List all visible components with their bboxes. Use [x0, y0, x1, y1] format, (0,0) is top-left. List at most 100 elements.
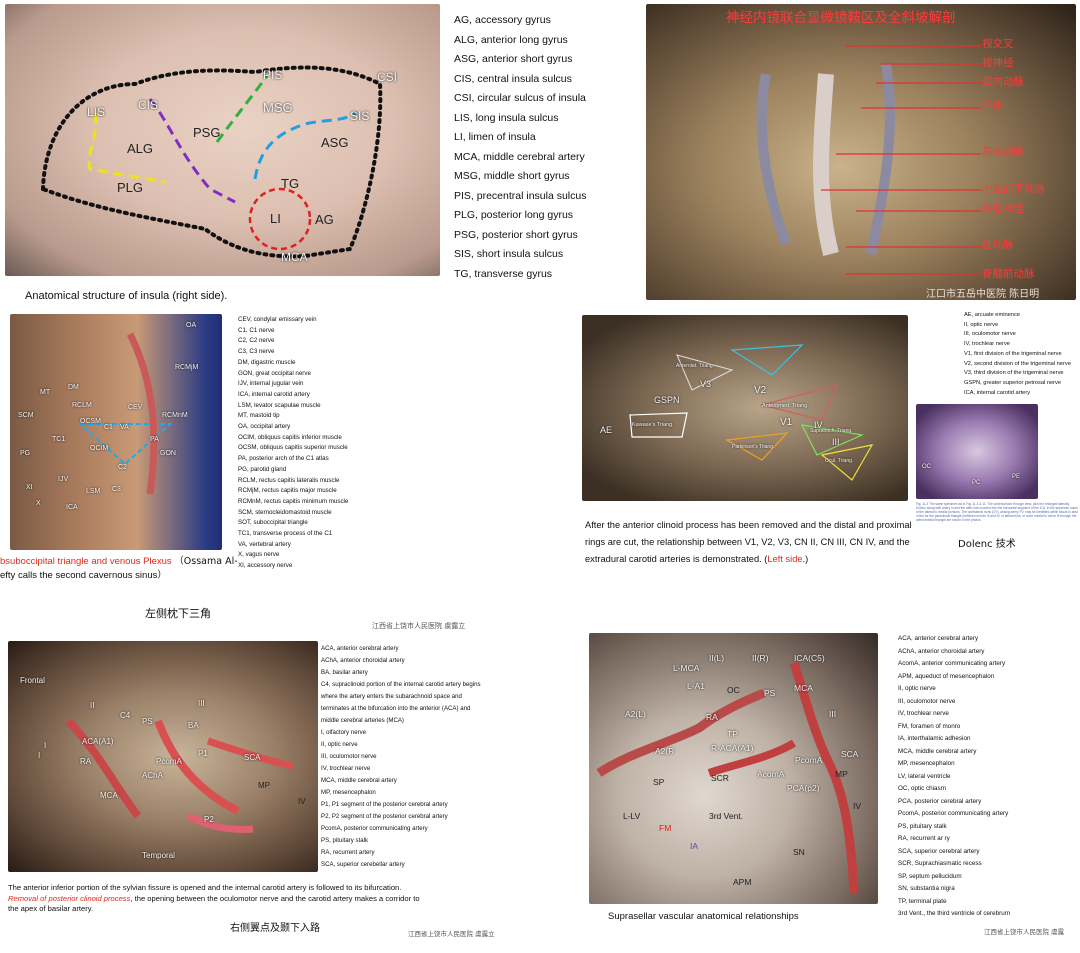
- sylvian-label-acha: AChA: [142, 771, 163, 780]
- suprasellar-legend-item: IA, interthalamic adhesion: [898, 735, 971, 742]
- suprasellar-label-sca: SCA: [841, 749, 859, 759]
- suprasellar-legend-item: MCA, middle cerebral artery: [898, 747, 977, 755]
- suprasellar-label-iii: III: [829, 709, 837, 719]
- clivus-label: 小脑前下动脉: [982, 183, 1045, 195]
- triangles-overlay: [629, 344, 874, 481]
- suboccipital-label-c1: C1: [104, 424, 113, 431]
- triangles-label-parkinson: Parkinson's Triang.: [732, 444, 775, 450]
- label-msg: MSG: [263, 100, 293, 115]
- sylvian-legend-item: IV, trochlear nerve: [321, 765, 371, 772]
- suboccipital-label-tc1: TC1: [52, 436, 66, 443]
- suprasellar-legend-item: TP, terminal plate: [898, 897, 947, 905]
- inset-label-pc: PC: [972, 480, 981, 486]
- suboccipital-legend-item: RCMnM, rectus capitis minimum muscle: [238, 497, 349, 505]
- insula-legend-item: MCA, middle cerebral artery: [454, 150, 585, 163]
- sylvian-legend-item: I, olfactory nerve: [321, 729, 367, 736]
- sylvian-label-ps: PS: [142, 717, 153, 726]
- suboccipital-label-scm: SCM: [18, 412, 34, 419]
- dolenc-title: Dolenc 技术: [958, 539, 1016, 550]
- insula-legend-item: SIS, short insula sulcus: [454, 248, 564, 260]
- suprasellar-legend-item: SN, substantia nigra: [898, 885, 955, 892]
- suprasellar-legend-item: AChA, anterior choroidal artery: [898, 647, 985, 655]
- aca-a1-shape: [707, 739, 797, 777]
- sylvian-overlay: [65, 718, 294, 833]
- sylvian-legend-item: BA, basilar artery: [321, 669, 368, 676]
- suboccipital-legend-item: MT, mastoid tip: [238, 412, 280, 420]
- suboccipital-legend-item: X, vagus nerve: [238, 551, 280, 559]
- suboccipital-label-pa: PA: [150, 436, 159, 443]
- suboccipital-label-rclm: RCLM: [72, 402, 92, 409]
- cis-line: [148, 98, 236, 204]
- suprasellar-label-oc: OC: [727, 685, 740, 695]
- insula-legend-item: ASG, anterior short gyrus: [454, 53, 573, 65]
- sylvian-legend-item: RA, recurrent artery: [321, 849, 375, 856]
- label-lis: LIS: [87, 105, 106, 119]
- insula-legend-item: CIS, central insula sulcus: [454, 72, 572, 85]
- pointer-lines: [821, 45, 981, 275]
- suboccipital-legend-item: XI, accessory nerve: [238, 562, 293, 570]
- dolenc-inset-photo: OC PC PE: [916, 404, 1038, 499]
- triangles-legend-item: V1, first division of the trigeminal ner…: [964, 350, 1062, 357]
- triangles-legend-item: IV, trochlear nerve: [964, 341, 1010, 348]
- label-ag: AG: [315, 212, 334, 227]
- nerve-shape-right: [866, 63, 896, 256]
- suprasellar-label-racaa1: R-ACA(A1): [711, 743, 754, 753]
- sylvian-legend-item: PcomA, posterior communicating artery: [321, 825, 428, 832]
- suprasellar-label-ica: ICA(C5): [794, 653, 825, 663]
- ocul-triangle: [820, 444, 874, 481]
- suboccipital-label-ica: ICA: [66, 504, 78, 511]
- suprasellar-legend-item: SP, septum pellucidum: [898, 872, 962, 880]
- insula-overlay: [40, 65, 383, 259]
- parkinson-triangle: [725, 432, 789, 461]
- sylvian-subtitle: 右侧翼点及颞下入路: [230, 923, 320, 934]
- insula-legend-item: PLG, posterior long gyrus: [454, 209, 574, 221]
- suprasellar-legend-item: PS, pituitary stalk: [898, 822, 947, 830]
- insula-legend-item: LI, limen of insula: [454, 131, 536, 143]
- inset-label-pe: PE: [1012, 474, 1021, 480]
- suprasellar-label-vent: 3rd Vent.: [709, 811, 744, 821]
- insula-caption: Anatomical structure of insula (right si…: [25, 290, 228, 302]
- suprasellar-label-lmca: L-MCA: [673, 663, 700, 673]
- supratroch-triangle: [800, 424, 865, 456]
- sylvian-legend-item: middle cerebral arteries (MCA): [321, 717, 404, 724]
- sylvian-label-p2: P2: [204, 815, 214, 824]
- insula-legend-item: PIS, precentral insula sulcus: [454, 189, 587, 202]
- label-asg: ASG: [321, 135, 349, 150]
- triangles-legend-item: AE, arcuate eminence: [964, 312, 1020, 318]
- suprasellar-label-apm: APM: [733, 877, 752, 887]
- suprasellar-legend-item: OC, optic chiasm: [898, 785, 946, 792]
- suprasellar-label-a2l: A2(L): [625, 709, 646, 719]
- suprasellar-label-pcoma: PcomA: [795, 755, 823, 765]
- pis-line: [215, 75, 269, 143]
- suboccipital-caption: bsuboccipital triangle and venous Plexus…: [0, 556, 238, 581]
- suprasellar-legend-item: PCA, posterior cerebral artery: [898, 797, 982, 805]
- sylvian-label-i2: I: [38, 751, 41, 760]
- sylvian-legend-item: SCA, superior cerebellar artery: [321, 861, 405, 868]
- anteromed-triangle: [759, 384, 839, 421]
- clivus-watermark: 江口市五岳中医院 陈日明: [926, 289, 1040, 300]
- triangles-legend-item: V2, second division of the trigeminal ne…: [964, 360, 1071, 367]
- suboccipital-legend-item: DM, digastric muscle: [238, 358, 296, 366]
- suprasellar-legend-item: RA, recurrent ar ry: [898, 835, 950, 842]
- label-tg: TG: [281, 176, 300, 191]
- label-alg: ALG: [127, 141, 154, 156]
- suboccipital-label-pg: PG: [20, 450, 31, 457]
- suprasellar-label-la1: L-A1: [687, 681, 705, 691]
- sylvian-caption: The anterior inferior portion of the syl…: [8, 883, 420, 913]
- label-psg: PSG: [193, 125, 221, 140]
- clivus-overlay: [756, 45, 981, 275]
- suprasellar-legend-item: APM, aqueduct of mesencephalon: [898, 672, 995, 680]
- triangles-label-ae: AE: [600, 425, 613, 435]
- triangles-legend-item: II, optic nerve: [964, 321, 999, 328]
- li-circle: [248, 187, 312, 251]
- suprasellar-label-tp: TP: [727, 729, 738, 739]
- suprasellar-label-fm: FM: [659, 823, 672, 833]
- sylvian-legend-item: terminates at the bifurcation into the a…: [321, 705, 471, 712]
- suboccipital-legend-item: PG, parotid gland: [238, 465, 287, 473]
- suboccipital-label-ocim: OCIM: [90, 445, 109, 452]
- clivus-label: 外展神经: [982, 203, 1024, 215]
